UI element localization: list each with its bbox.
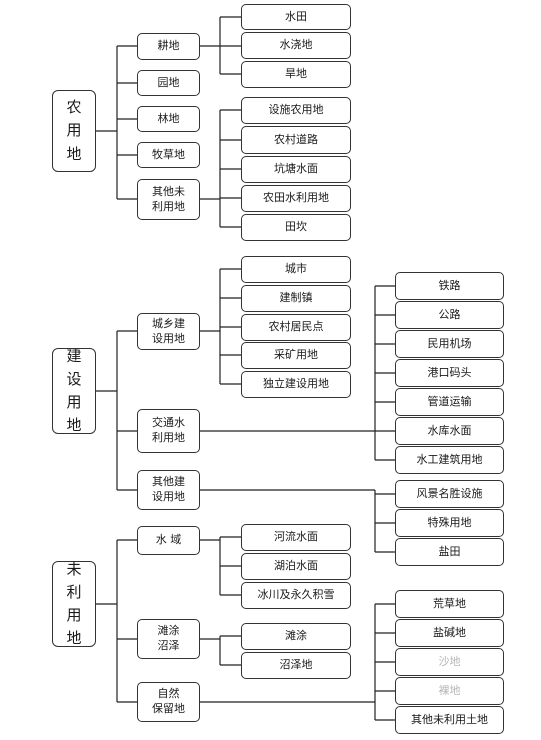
leaf-pond-water-surface: 坑塘水面	[241, 156, 351, 183]
category-forest-land: 林地	[137, 106, 200, 132]
leaf-farmland-water-conservancy: 农田水利用地	[241, 185, 351, 212]
root-unused-land: 未 利 用 地	[52, 560, 96, 647]
category-other-agricultural-land: 其他未 利用地	[137, 179, 200, 220]
leaf-scenic-facilities: 风景名胜设施	[395, 480, 504, 508]
leaf-paddy-field: 水田	[241, 4, 351, 30]
root-construction-land: 建 设 用 地	[52, 347, 96, 434]
category-other-construction-land: 其他建 设用地	[137, 470, 200, 510]
leaf-highway: 公路	[395, 301, 504, 329]
leaf-glacier-permanent-snow: 冰川及永久积雪	[241, 582, 351, 609]
leaf-field-ridge: 田坎	[241, 214, 351, 241]
leaf-port-wharf: 港口码头	[395, 359, 504, 387]
category-transport-water-land: 交通水 利用地	[137, 409, 200, 453]
leaf-lake-water-surface: 湖泊水面	[241, 553, 351, 580]
category-urban-rural-construction: 城乡建 设用地	[137, 313, 200, 350]
leaf-irrigated-land: 水浇地	[241, 32, 351, 59]
leaf-salt-field: 盐田	[395, 538, 504, 566]
leaf-independent-construction: 独立建设用地	[241, 371, 351, 398]
leaf-rural-road: 农村道路	[241, 126, 351, 154]
leaf-swamp-land: 沼泽地	[241, 652, 351, 679]
category-cultivated-land: 耕地	[137, 33, 200, 60]
leaf-dry-land: 旱地	[241, 61, 351, 88]
leaf-mining-land: 采矿用地	[241, 342, 351, 369]
leaf-railway: 铁路	[395, 272, 504, 300]
category-water-area: 水 域	[137, 526, 200, 555]
category-grassland: 牧草地	[137, 142, 200, 168]
leaf-saline-alkali-land: 盐碱地	[395, 619, 504, 647]
leaf-facility-agricultural-land: 设施农用地	[241, 97, 351, 124]
root-agricultural-land: 农 用 地	[52, 90, 96, 172]
leaf-tidal-flat: 滩涂	[241, 623, 351, 650]
category-tidal-flat-swamp: 滩涂 沼泽	[137, 619, 200, 659]
leaf-barren-grassland: 荒草地	[395, 590, 504, 618]
category-natural-reserved-land: 自然 保留地	[137, 682, 200, 722]
leaf-rural-residential: 农村居民点	[241, 314, 351, 341]
leaf-other-unused-land: 其他未利用土地	[395, 706, 504, 734]
leaf-special-land: 特殊用地	[395, 509, 504, 537]
leaf-designated-town: 建制镇	[241, 285, 351, 312]
leaf-bare-land: 裸地	[395, 677, 504, 705]
leaf-reservoir-water-surface: 水库水面	[395, 417, 504, 445]
leaf-civil-airport: 民用机场	[395, 330, 504, 358]
category-garden-land: 园地	[137, 70, 200, 96]
leaf-pipeline-transport: 管道运输	[395, 388, 504, 416]
leaf-hydraulic-building-land: 水工建筑用地	[395, 446, 504, 474]
leaf-river-water-surface: 河流水面	[241, 524, 351, 551]
leaf-sandy-land: 沙地	[395, 648, 504, 676]
leaf-city: 城市	[241, 256, 351, 283]
